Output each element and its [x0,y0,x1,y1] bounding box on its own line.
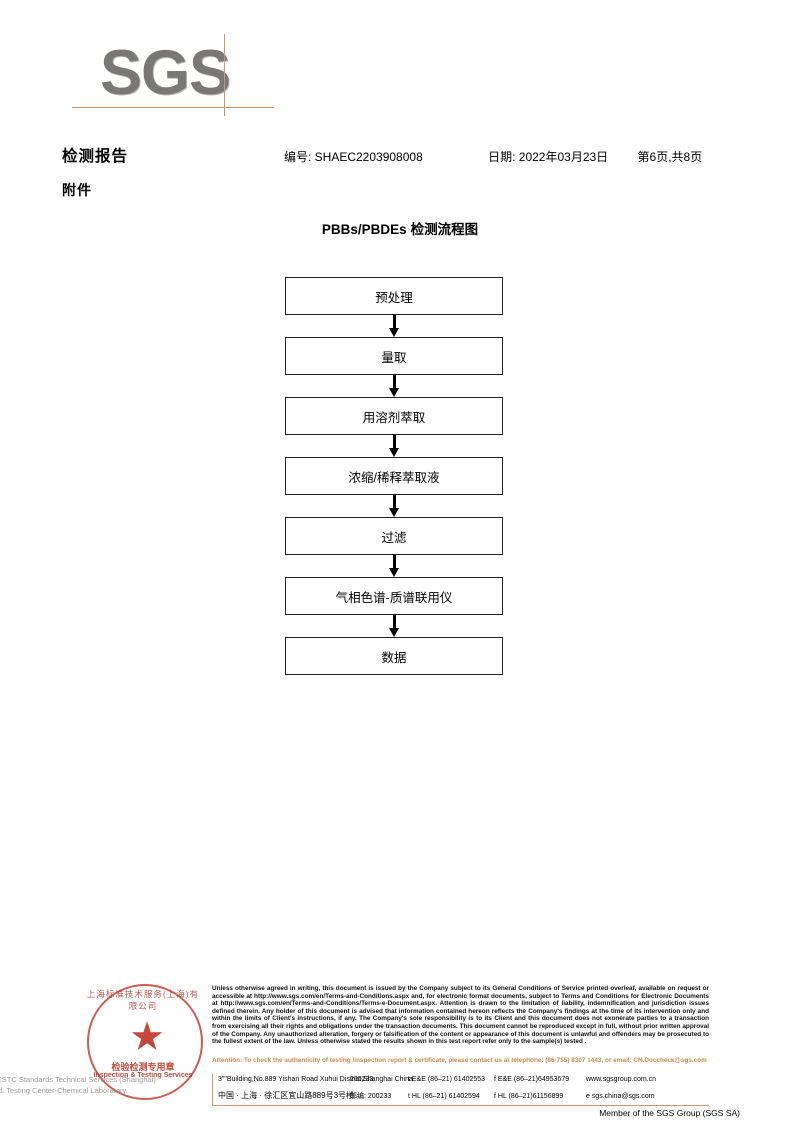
address-band: 3""Building,No.889 Yishan Road Xuhui Dis… [212,1074,709,1106]
stamp-label-cn: 检验检测专用章 [111,1062,175,1072]
page-subtitle: 附件 [62,182,92,198]
address-row-en: 3""Building,No.889 Yishan Road Xuhui Dis… [218,1076,709,1083]
address-vertical-rule [212,1074,213,1106]
flow-arrow-3 [285,435,503,457]
sgs-group-member-note: Member of the SGS Group (SGS SA) [599,1108,740,1118]
flow-step-pretreatment: 预处理 [285,277,503,315]
stamp-ring [87,984,203,1100]
attention-notice: Attention: To check the authenticity of … [212,1057,707,1064]
report-number: 编号: SHAEC2203908008 [284,150,423,164]
flow-step-filtration: 过滤 [285,517,503,555]
logo-vertical-rule [224,34,225,116]
flow-arrow-1 [285,315,503,337]
logo-horizontal-rule [72,107,274,108]
website-link[interactable]: www.sgsgroup.com.cn [586,1076,657,1083]
stamp-label-en: Inspection & Testing Services [93,1072,193,1079]
sgs-logo: SGS [72,34,274,128]
fax-hl: f HL (86–21)61156899 [494,1093,564,1100]
legal-terms-text: Unless otherwise agreed in writing, this… [212,985,709,1046]
header-meta: 编号: SHAEC2203908008 日期: 2022年03月23日 第6页,… [284,148,744,165]
flow-step-gcms: 气相色谱-质谱联用仪 [285,577,503,615]
flow-step-concentrate-dilute: 浓缩/稀释萃取液 [285,457,503,495]
fax-ee: f E&E (86–21)64953679 [494,1076,570,1083]
flow-step-solvent-extraction: 用溶剂萃取 [285,397,503,435]
report-date: 日期: 2022年03月23日 [488,150,609,164]
flow-arrow-4 [285,495,503,517]
star-icon: ★ [129,1015,165,1059]
lab-watermark: SGS-CSTC Standards Technical Services (S… [0,1075,156,1095]
flow-arrow-5 [285,555,503,577]
address-row-cn: 中国 · 上海 · 徐汇区宜山路889号3号楼邮编: 200233 t HL (8… [218,1090,709,1101]
address-horizontal-rule [212,1105,709,1106]
tel-ee: t E&E (86–21) 61402553 [408,1076,486,1083]
flowchart-title-cn: 检测流程图 [410,222,479,237]
flow-arrow-2 [285,375,503,397]
address-en: 3""Building,No.889 Yishan Road Xuhui Dis… [218,1076,413,1083]
tel-hl: t HL (86–21) 61402594 [408,1093,480,1100]
flow-step-data: 数据 [285,637,503,675]
inspection-stamp: 上海标准技术服务(上海)有限公司 ★ 检验检测专用章 Inspection & … [83,980,211,1108]
flow-step-measure: 量取 [285,337,503,375]
zip-en: 200233 [350,1076,374,1083]
page-indicator: 第6页,共8页 [637,150,703,164]
logo-wordmark: SGS [100,38,231,108]
document-footer: 上海标准技术服务(上海)有限公司 ★ 检验检测专用章 Inspection & … [0,975,800,1131]
zip-cn: 邮编: 200233 [350,1093,392,1100]
stamp-arc-text: 上海标准技术服务(上海)有限公司 [86,989,200,1011]
flowchart-title-en: PBBs/PBDEs [321,222,407,237]
page-title: 检测报告 [62,148,129,165]
flowchart: 预处理 量取 用溶剂萃取 浓缩/稀释萃取液 过滤 气相色谱-质谱联用仪 数据 [285,277,503,675]
email-link[interactable]: e sgs.china@sgs.com [586,1093,655,1100]
flow-arrow-6 [285,615,503,637]
address-cn: 中国 · 上海 · 徐汇区宜山路889号3号楼 [218,1091,355,1100]
